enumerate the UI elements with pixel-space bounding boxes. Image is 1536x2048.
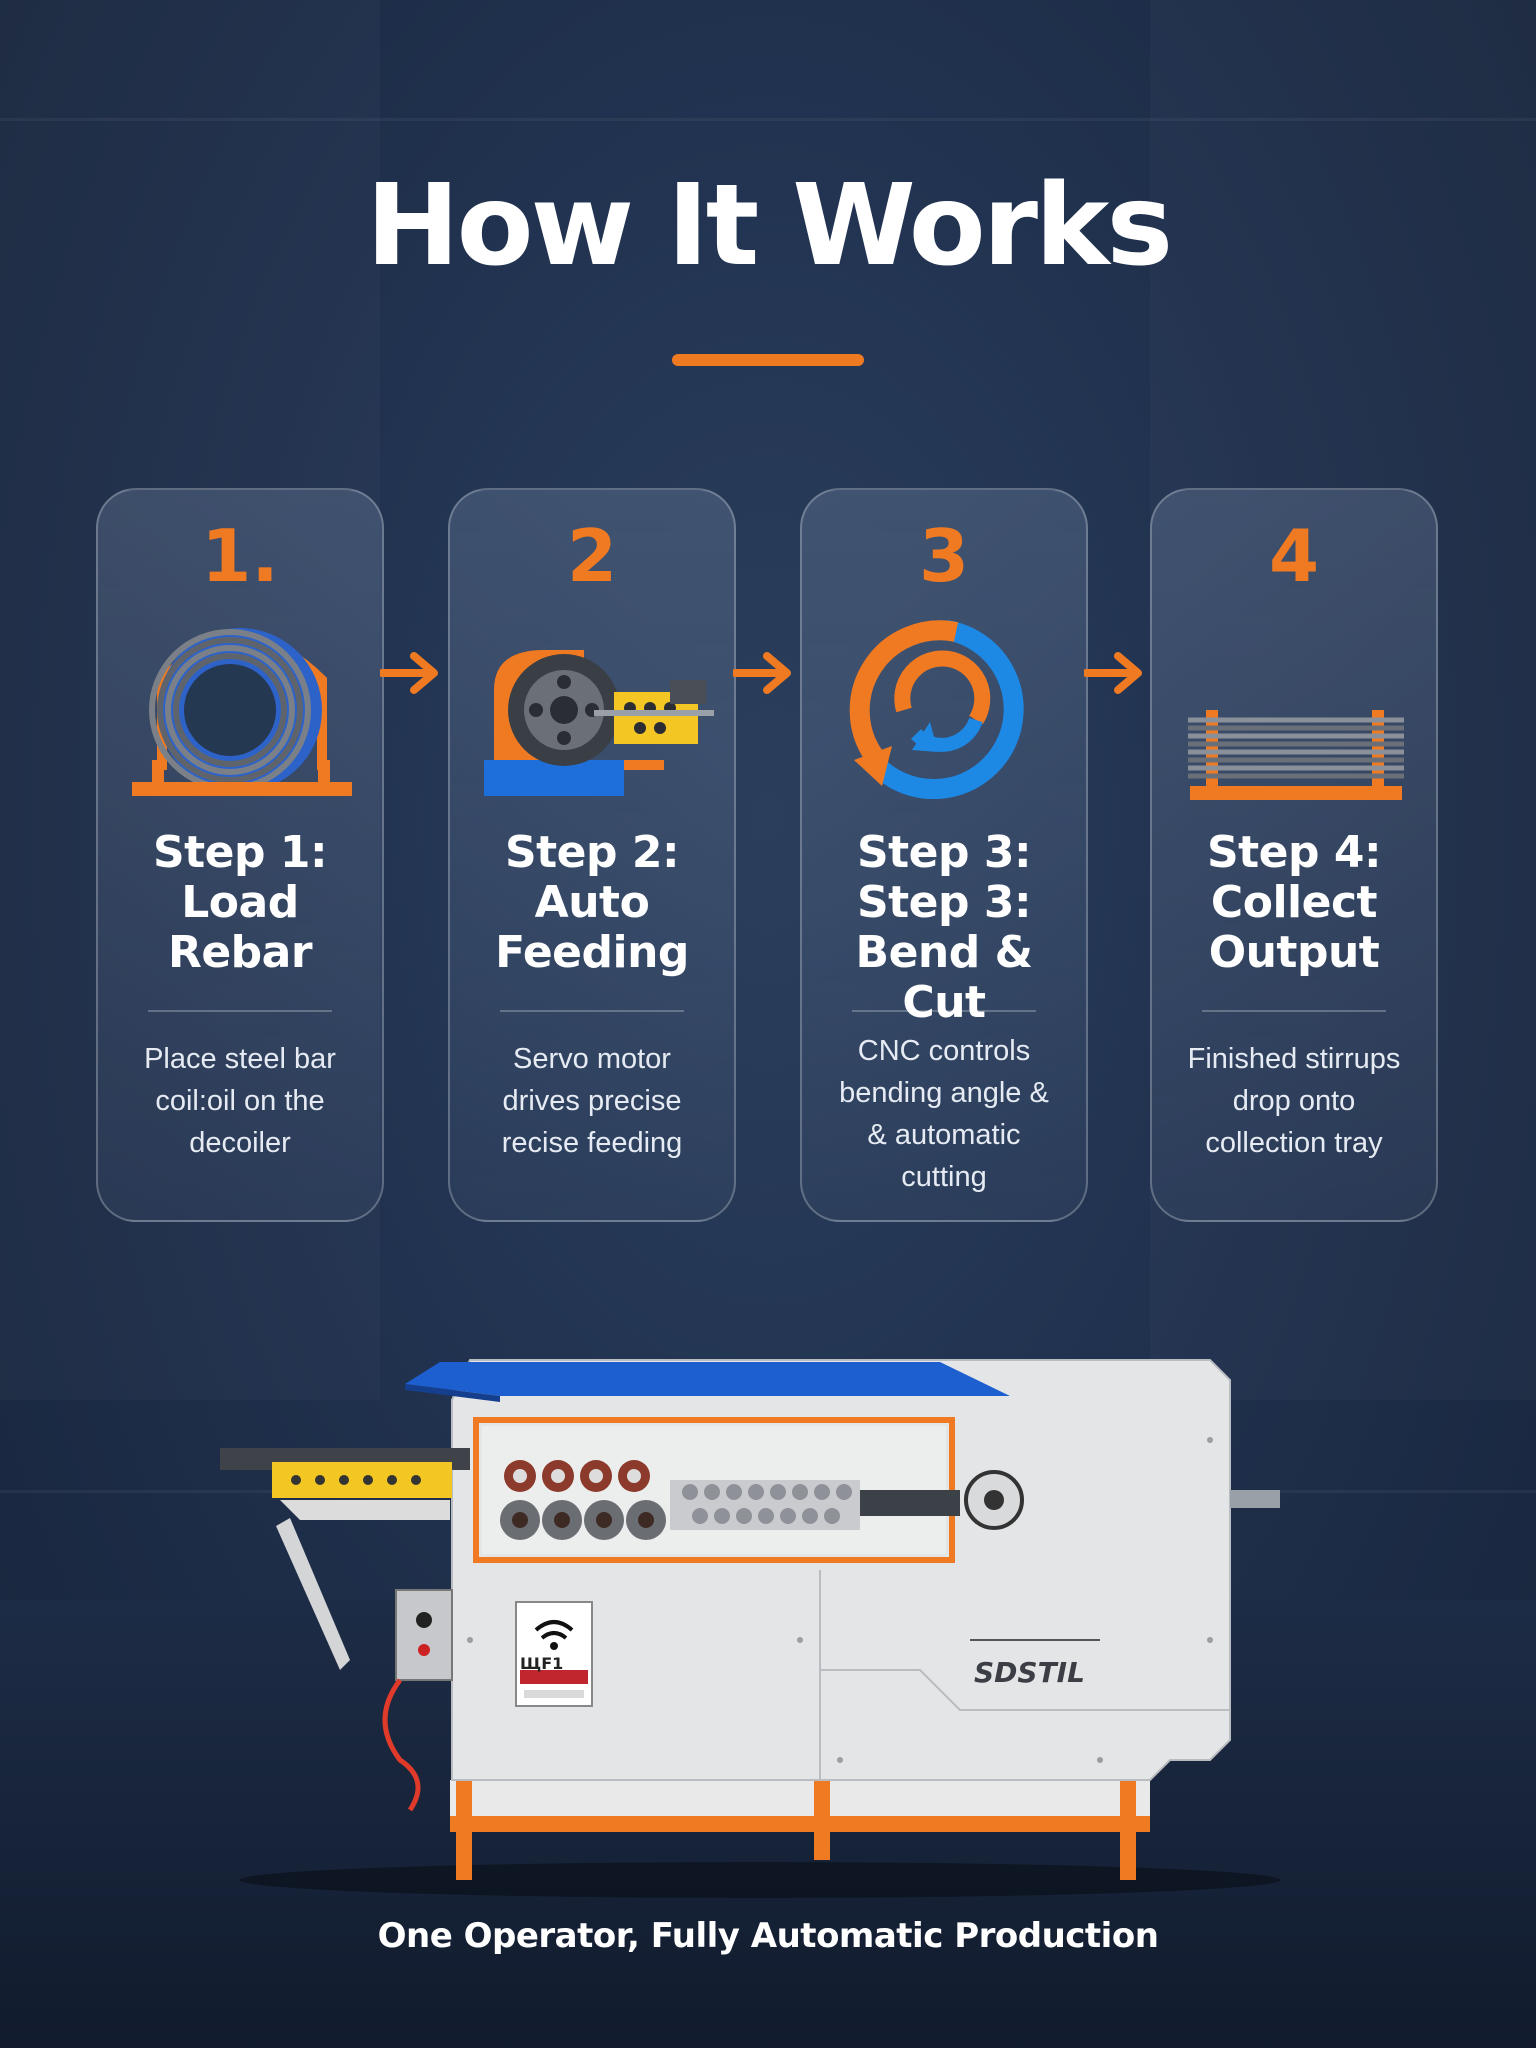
card-divider (500, 1010, 684, 1012)
title-underline (672, 354, 864, 366)
step-card-3: 3 Step 3: Step 3: Bend & Cut CNC control… (800, 488, 1088, 1222)
page-title: How It Works (365, 161, 1173, 291)
arrow-right-icon (733, 652, 791, 694)
bend-cycle-icon (849, 620, 1024, 799)
step-description: CNC controls bending angle & & automatic… (839, 1035, 1049, 1193)
step-description: Servo motor drives precise recise feedin… (501, 1043, 683, 1159)
machine-brand-logo: SDSTIL (974, 1656, 1085, 1689)
step-description: Place steel bar coil:oil on the decoiler (144, 1043, 336, 1159)
background-beam (0, 118, 1536, 121)
step-number: 2 (566, 514, 618, 598)
step-number: 4 (1268, 514, 1320, 598)
rebar-bending-machine (220, 1359, 1280, 1898)
rebar-coil-icon (132, 628, 352, 796)
wifi-sticker-label: ЩF1 (520, 1654, 564, 1673)
step-heading: Step 1: Load Rebar (152, 827, 328, 978)
step-heading: Step 4: Collect Output (1206, 827, 1382, 978)
step-heading: Step 2: Auto Feeding (495, 827, 689, 978)
step-number: 1. (201, 514, 279, 598)
card-divider (1202, 1010, 1386, 1012)
step-card-1: 1. Step 1: Load Rebar Place steel bar co… (96, 488, 384, 1222)
card-divider (852, 1010, 1036, 1012)
stirrup-stack-icon (1188, 710, 1404, 800)
card-divider (148, 1010, 332, 1012)
step-card-2: 2 Step 2: Auto Feeding Servo motor drive… (448, 488, 736, 1222)
arrow-right-icon (380, 652, 438, 694)
step-heading: Step 3: Step 3: Bend & Cut (855, 827, 1033, 1028)
step-number: 3 (918, 514, 970, 598)
caption: One Operator, Fully Automatic Production (377, 1916, 1159, 1956)
step-card-4: 4 Step 4: Collect Output Finished stirru… (1150, 488, 1438, 1222)
step-description: Finished stirrups drop onto collection t… (1187, 1043, 1401, 1159)
feeding-motor-icon (484, 650, 714, 796)
arrow-right-icon (1084, 652, 1142, 694)
